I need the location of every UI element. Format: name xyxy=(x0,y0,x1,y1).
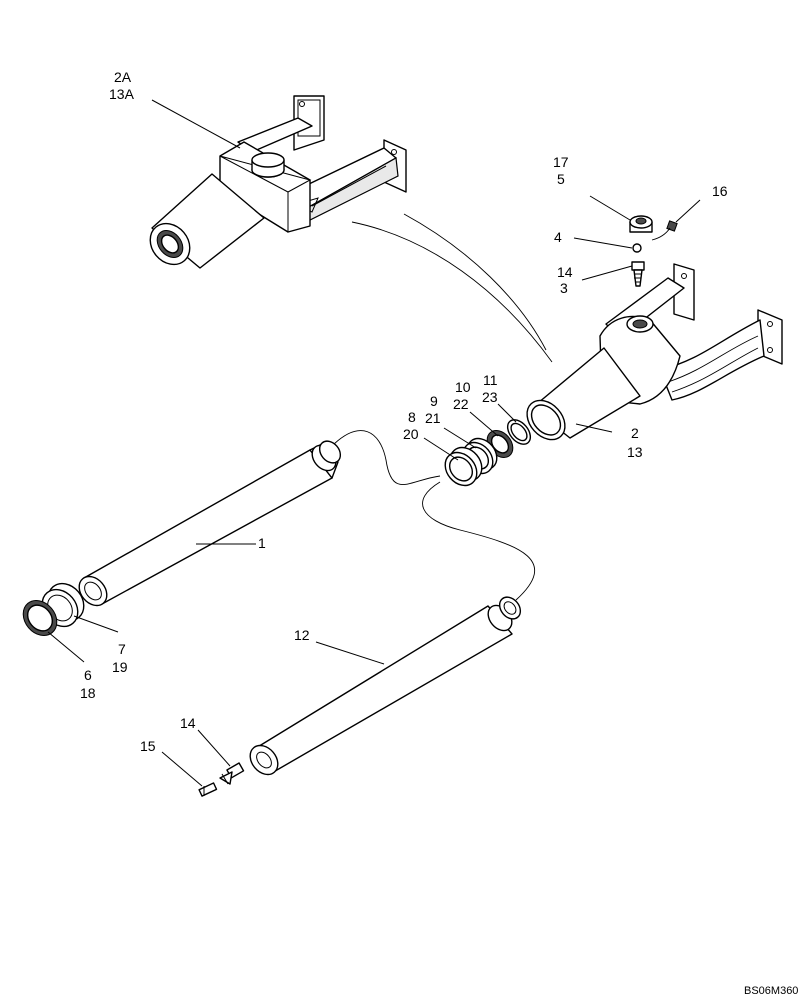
grease-fittings xyxy=(629,215,678,287)
break-line-1 xyxy=(333,430,441,485)
callout-14-top: 14 xyxy=(557,264,573,280)
callout-12: 12 xyxy=(294,627,310,643)
axle-housing-2a-13a xyxy=(149,95,407,269)
callout-16: 16 xyxy=(712,183,728,199)
callout-14-bottom: 14 xyxy=(180,715,196,731)
callout-2: 2 xyxy=(631,425,639,441)
callout-17: 17 xyxy=(553,154,569,170)
callout-2a: 2A xyxy=(114,69,132,85)
callout-8: 8 xyxy=(408,409,416,425)
callout-19: 19 xyxy=(112,659,128,675)
callout-20: 20 xyxy=(403,426,419,442)
callout-13a: 13A xyxy=(109,86,135,102)
callout-labels: 2A 13A 17 5 16 4 14 3 2 13 11 23 10 22 9… xyxy=(80,69,728,754)
callout-7: 7 xyxy=(118,641,126,657)
callout-10: 10 xyxy=(455,379,471,395)
callout-3: 3 xyxy=(560,280,568,296)
callout-22: 22 xyxy=(453,396,469,412)
callout-4: 4 xyxy=(554,229,562,245)
break-line-2 xyxy=(422,481,536,601)
callout-18: 18 xyxy=(80,685,96,701)
ring-7-seal-6 xyxy=(22,582,85,636)
seal-rings xyxy=(444,419,532,487)
callout-9: 9 xyxy=(430,393,438,409)
alternate-arc-2 xyxy=(403,213,547,351)
callout-5: 5 xyxy=(557,171,565,187)
callout-23: 23 xyxy=(482,389,498,405)
shaft-1 xyxy=(78,440,342,607)
axle-housing-2-13 xyxy=(526,263,783,441)
callout-11: 11 xyxy=(483,372,498,388)
fittings-14-15 xyxy=(198,762,245,797)
callout-15: 15 xyxy=(140,738,156,754)
alternate-arc xyxy=(351,221,553,363)
callout-6: 6 xyxy=(84,667,92,683)
callout-13: 13 xyxy=(627,444,643,460)
leader-lines xyxy=(47,99,701,787)
callout-1: 1 xyxy=(258,535,266,551)
drawing-code: BS06M360 xyxy=(744,985,798,997)
callout-21: 21 xyxy=(425,410,441,426)
shaft-12 xyxy=(249,596,522,776)
